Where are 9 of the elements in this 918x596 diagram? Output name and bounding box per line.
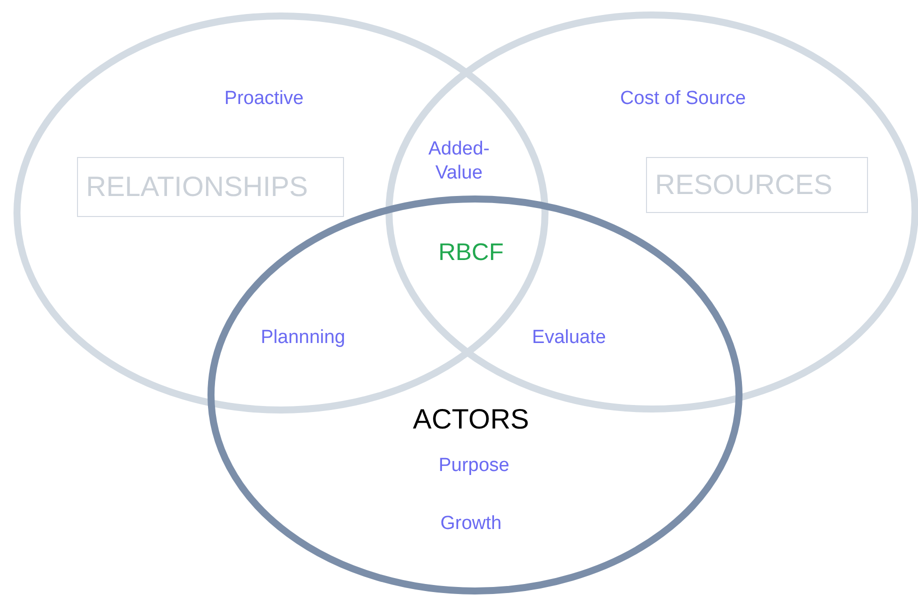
region-label: Growth [440, 512, 502, 536]
region-label: ACTORS [412, 402, 530, 436]
region-label: Plannning [260, 326, 346, 350]
region-label: Purpose [438, 454, 510, 478]
region-label: RBCF [438, 238, 504, 268]
region-label: Evaluate [532, 326, 606, 350]
region-label: Cost of Source [620, 87, 746, 111]
region-label: Proactive [224, 87, 304, 111]
region-label: Added-Value [427, 137, 491, 185]
